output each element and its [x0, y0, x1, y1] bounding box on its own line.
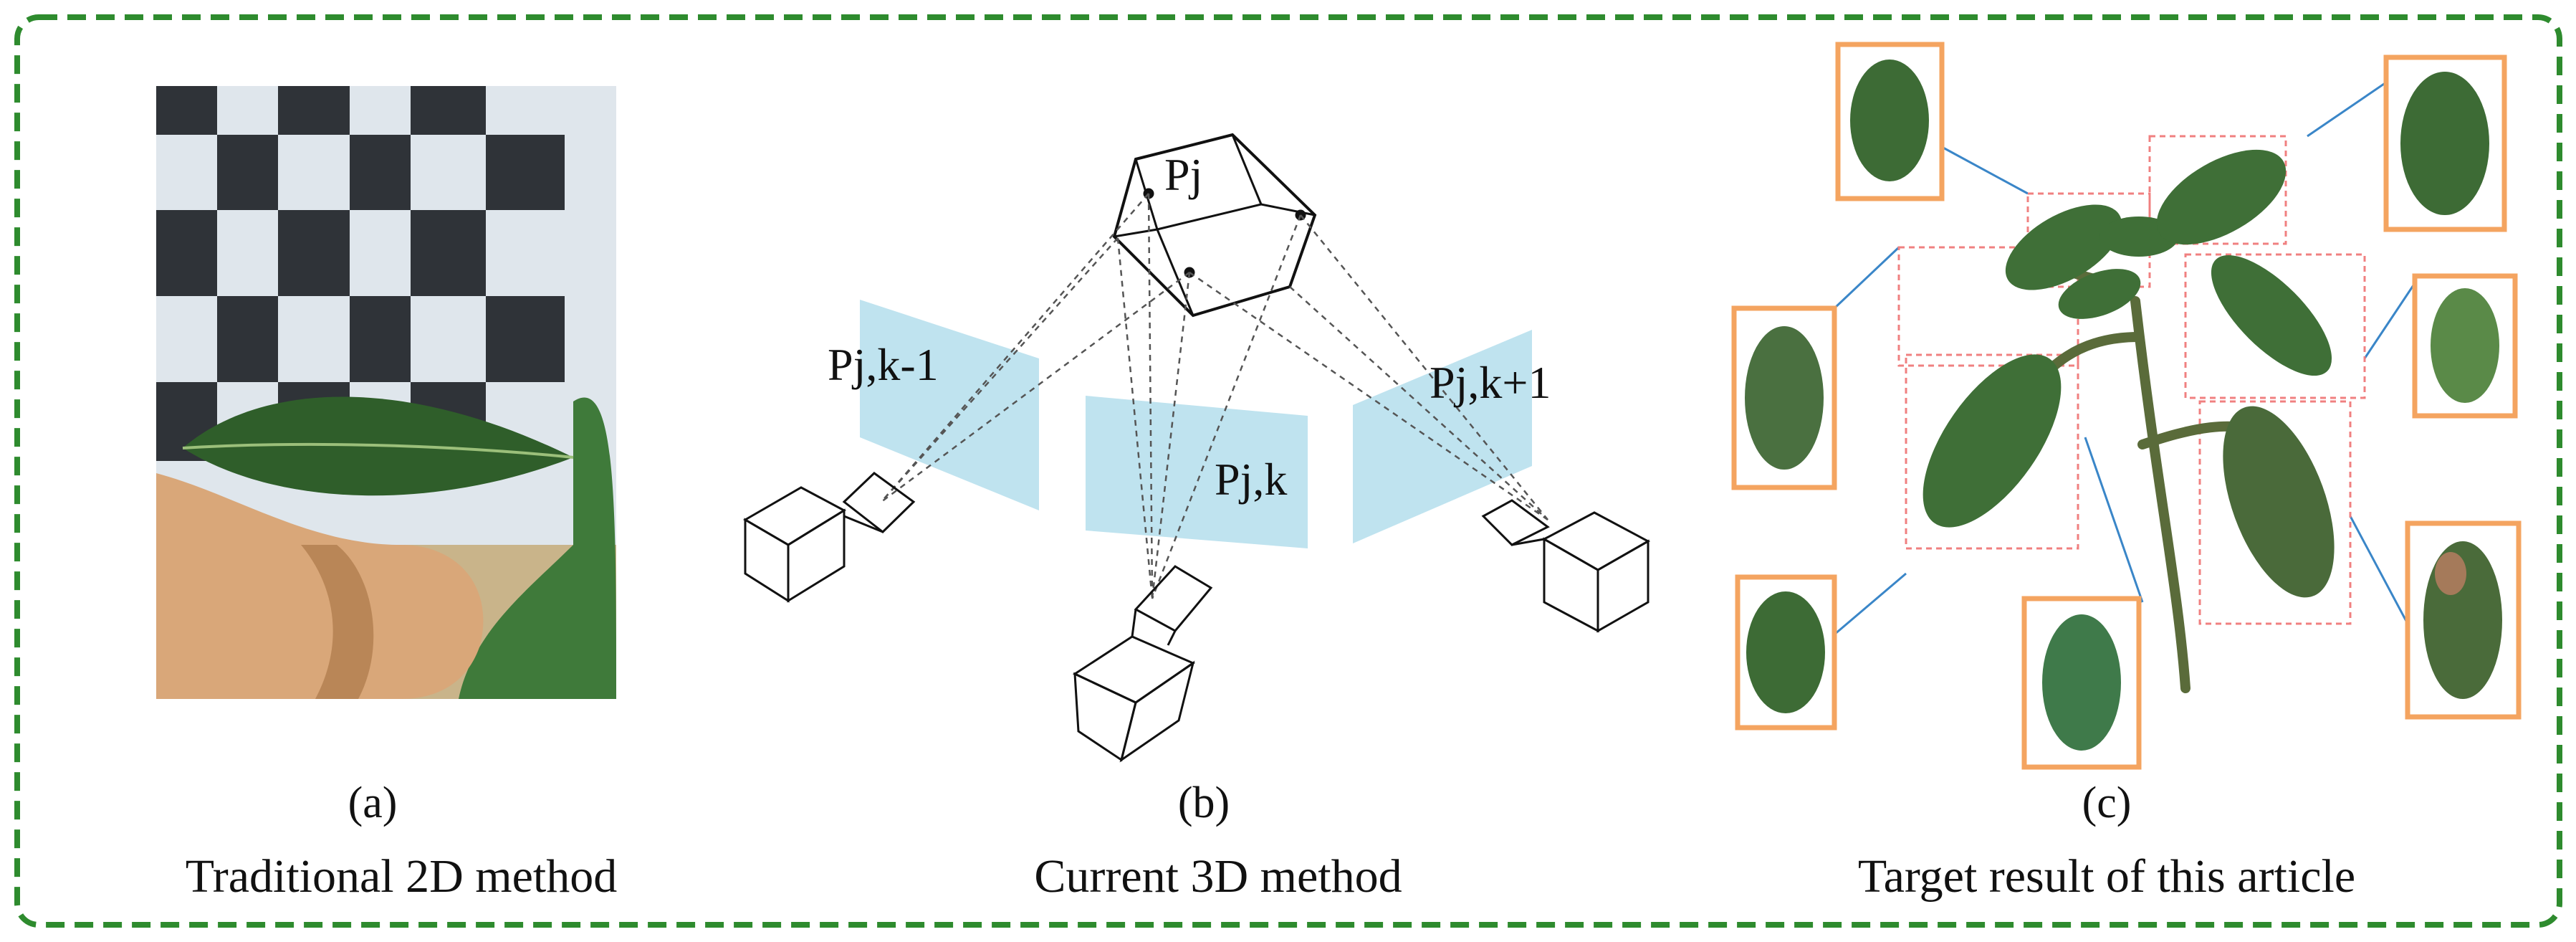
panel-a-label: (a): [348, 779, 398, 827]
plant-leaves: [1923, 149, 2335, 598]
camera-left: [743, 472, 916, 603]
leaf-midrib: [182, 442, 574, 459]
label-pj: Pj: [1164, 149, 1202, 200]
connector-lines: [1833, 81, 2416, 636]
image-plane-center: [1086, 396, 1308, 548]
panel-b-label: (b): [1177, 779, 1230, 827]
object-cube: [1112, 133, 1317, 318]
label-pjk-minus: Pj,k-1: [828, 339, 939, 390]
camera-center: [1072, 565, 1213, 763]
hand-shadow: [301, 545, 374, 699]
foliage-right: [459, 397, 616, 699]
detection-boxes: [1897, 135, 2366, 625]
panel-c-result: [1731, 42, 2522, 770]
outer-dashed-frame: [14, 14, 2562, 928]
image-plane-right: [1353, 330, 1532, 543]
label-pjk: Pj,k: [1215, 454, 1287, 505]
camera-right: [1481, 499, 1651, 633]
image-plane-left: [860, 300, 1039, 510]
panel-a-photo: [156, 86, 616, 699]
panel-b-title: Current 3D method: [1034, 850, 1402, 903]
projection-rays: [881, 193, 1548, 599]
label-pjk-plus: Pj,k+1: [1430, 357, 1551, 408]
panel-a-title: Traditional 2D method: [185, 850, 618, 903]
segmented-leaf-crops: [1731, 42, 2522, 770]
plant-stem: [2016, 253, 2280, 693]
panel-c-label: (c): [2082, 779, 2132, 827]
hand: [156, 473, 484, 699]
panel-c-title: Target result of this article: [1857, 850, 2356, 903]
panel-b-diagram: Pj Pj,k-1 Pj,k Pj,k+1: [743, 133, 1651, 763]
